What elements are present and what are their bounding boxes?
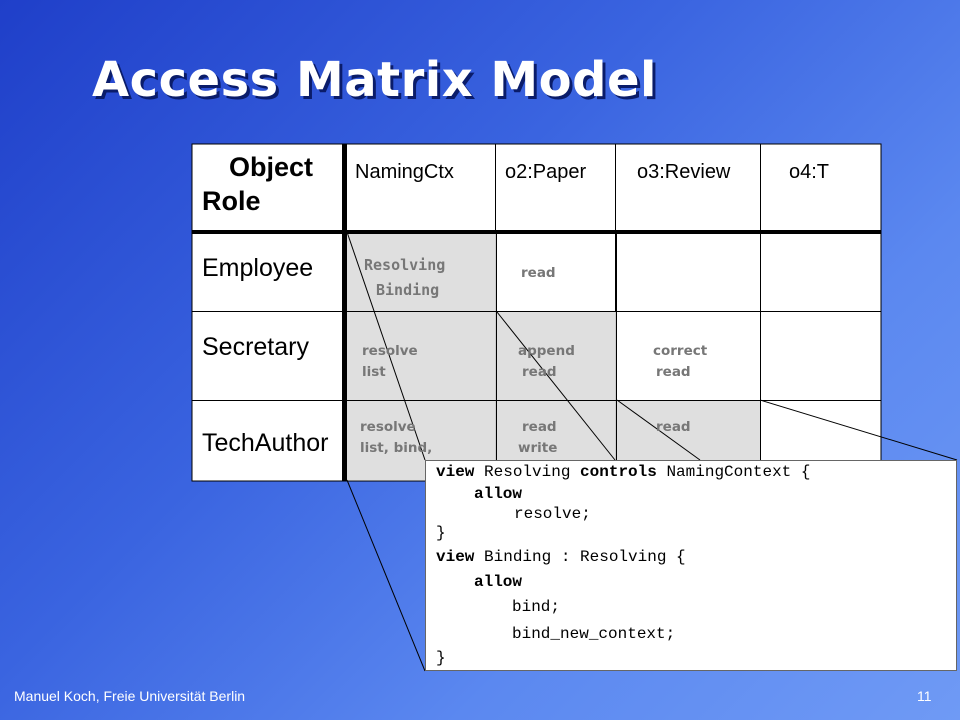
code-line-5: view Binding : Resolving { <box>436 548 686 566</box>
role-techauthor: TechAuthor <box>202 429 329 457</box>
cell-secretary-review-line1: correct <box>653 343 708 359</box>
page-number: 11 <box>917 688 932 704</box>
object-header-paper: o2:Paper <box>505 161 587 183</box>
connector-line <box>616 399 701 461</box>
code-line-6: allow <box>474 573 523 591</box>
view-shaded-region <box>347 232 760 480</box>
code-line-7: bind; <box>512 598 561 616</box>
keyword: controls <box>580 463 657 481</box>
code-line-4: } <box>436 524 446 542</box>
keyword: view <box>436 548 475 566</box>
connector-line <box>496 311 616 461</box>
code-line-3: resolve; <box>514 505 591 523</box>
cell-secretary-review-line2: read <box>656 364 691 380</box>
cell-techauthor-paper-line1: read <box>522 419 557 435</box>
cell-techauthor-review: read <box>656 419 691 435</box>
code-line-8: bind_new_context; <box>512 625 676 643</box>
code-text: Binding : Resolving { <box>474 548 686 566</box>
connector-line <box>346 231 426 461</box>
cell-techauthor-paper-line2: write <box>518 440 558 456</box>
role-column-divider <box>342 144 347 481</box>
cell-techauthor-namingctx-line1: resolve <box>360 419 416 435</box>
slide-title: Access Matrix Model <box>92 52 657 108</box>
cell-secretary-namingctx-line1: resolve <box>362 343 418 359</box>
cell-secretary-namingctx-line2: list <box>362 364 386 380</box>
object-header-namingctx: NamingCtx <box>355 161 454 183</box>
role-secretary: Secretary <box>202 333 309 361</box>
corner-object-label: Object <box>229 152 314 182</box>
footer-author: Manuel Koch, Freie Universität Berlin <box>14 688 246 704</box>
cell-secretary-paper-line1: append <box>518 343 575 359</box>
corner-role-label: Role <box>202 186 261 216</box>
connector-line <box>346 479 426 672</box>
cell-secretary-paper-line2: read <box>522 364 557 380</box>
code-text: NamingContext { <box>656 463 811 481</box>
cell-employee-paper: read <box>521 265 556 281</box>
view-definition-popup: view Resolving controls NamingContext { … <box>425 460 957 671</box>
code-line-9: } <box>436 649 446 667</box>
cell-employee-namingctx-line1: Resolving <box>364 256 446 274</box>
object-header-t: o4:T <box>789 161 830 183</box>
code-line-2: allow <box>474 485 523 503</box>
cell-techauthor-namingctx-line2: list, bind, <box>360 440 433 456</box>
keyword: view <box>436 463 475 481</box>
cell-employee-namingctx-line2: Binding <box>376 281 440 299</box>
object-header-review: o3:Review <box>637 161 731 183</box>
code-line-1: view Resolving controls NamingContext { <box>436 463 810 481</box>
code-text: Resolving <box>474 463 581 481</box>
role-employee: Employee <box>202 254 314 282</box>
connector-line <box>759 399 958 461</box>
